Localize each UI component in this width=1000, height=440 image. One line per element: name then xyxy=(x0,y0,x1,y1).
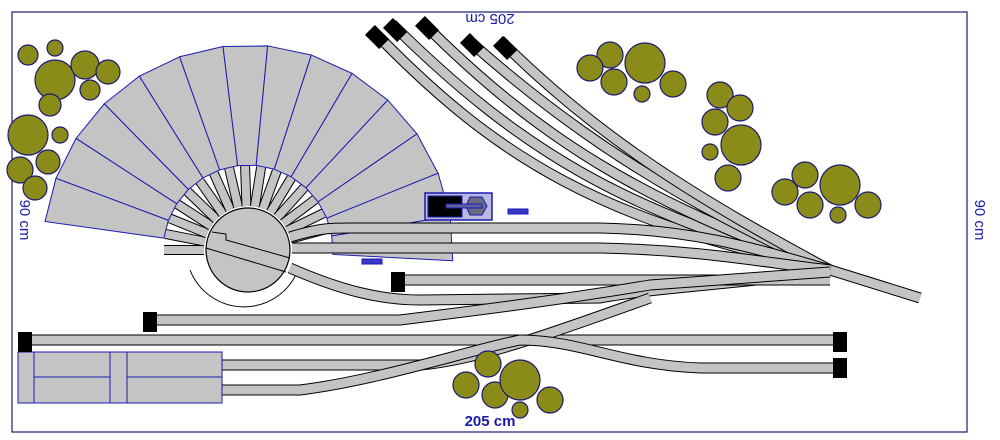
track-fill xyxy=(418,18,832,275)
tree xyxy=(511,401,529,419)
tree xyxy=(474,350,502,378)
tree xyxy=(35,149,61,175)
tree xyxy=(726,94,754,122)
track[interactable] xyxy=(220,292,652,371)
height-label-left: 90 cm xyxy=(16,200,33,241)
buffer-stop xyxy=(833,332,847,352)
engine-shed[interactable] xyxy=(424,192,493,221)
track-fill xyxy=(496,36,833,274)
buffer-stop xyxy=(143,312,157,332)
width-label-bottom: 205 cm xyxy=(465,413,516,430)
tree xyxy=(17,44,39,66)
water-tower[interactable] xyxy=(361,258,383,265)
buffer-stop xyxy=(391,272,405,292)
tree xyxy=(659,70,687,98)
turntable[interactable] xyxy=(189,207,299,308)
turntable-track-fill xyxy=(210,171,234,212)
turntable-track-fill xyxy=(175,200,214,230)
tree xyxy=(6,156,34,184)
buffer-stop xyxy=(382,17,408,43)
turntable-track-fill xyxy=(241,165,251,207)
tree xyxy=(600,68,628,96)
turntable-track-fill xyxy=(164,230,206,246)
turntable-track-fill xyxy=(225,167,242,209)
tree xyxy=(720,124,762,166)
tree xyxy=(22,175,48,201)
tree xyxy=(624,42,666,84)
buffer-stop xyxy=(833,358,847,378)
turntable-track-fill xyxy=(267,175,295,215)
buffer-stop xyxy=(364,24,390,50)
track-fill xyxy=(220,293,652,370)
signal[interactable] xyxy=(507,208,529,215)
buffer-stop xyxy=(18,332,32,352)
buffer-stop xyxy=(414,15,440,41)
turntable-bridge xyxy=(211,231,291,259)
width-label-top: 205 cm xyxy=(465,10,514,27)
tree xyxy=(536,386,564,414)
tree xyxy=(771,178,799,206)
buffer-stop xyxy=(492,35,518,61)
turntable-track-fill xyxy=(285,209,326,235)
tree xyxy=(7,114,49,156)
buffer-stop xyxy=(459,32,485,58)
tree xyxy=(701,143,719,161)
tree xyxy=(499,359,541,401)
tree xyxy=(791,161,819,189)
turntable-track-fill xyxy=(168,214,209,238)
tree xyxy=(46,39,64,57)
turntable-track-fill xyxy=(280,196,318,227)
track-fill xyxy=(292,243,831,275)
tree xyxy=(796,191,824,219)
tree xyxy=(38,93,62,117)
track-fill xyxy=(288,223,832,275)
height-label-right: 90 cm xyxy=(971,200,988,241)
tree xyxy=(452,371,480,399)
station-building[interactable] xyxy=(17,351,223,404)
tree xyxy=(633,85,651,103)
track-network xyxy=(24,18,922,396)
tree xyxy=(596,41,624,69)
tree xyxy=(829,206,847,224)
turntable-track-fill xyxy=(250,166,266,208)
turntable-pit[interactable] xyxy=(205,207,291,293)
turntable-approach-arc xyxy=(189,269,299,308)
track-fill xyxy=(220,335,840,395)
baseboard-outline xyxy=(11,11,968,433)
tree xyxy=(714,164,742,192)
tree xyxy=(854,191,882,219)
buffer-stops xyxy=(18,15,847,378)
track-fill xyxy=(150,267,831,325)
turntable-bridge-edge xyxy=(205,247,287,273)
tree xyxy=(34,59,76,101)
tree xyxy=(51,126,69,144)
trees xyxy=(6,39,882,419)
turntable-track-fill xyxy=(184,188,220,223)
turntable-track-fill xyxy=(274,184,308,220)
tree xyxy=(79,79,101,101)
tree xyxy=(576,54,604,82)
turntable-track-fill xyxy=(259,169,281,211)
tree xyxy=(706,81,734,109)
tree xyxy=(819,164,861,206)
tree xyxy=(95,59,121,85)
tree xyxy=(70,50,100,80)
tree xyxy=(701,108,729,136)
turntable-tracks xyxy=(164,165,331,255)
turntable-track-fill xyxy=(196,178,227,217)
